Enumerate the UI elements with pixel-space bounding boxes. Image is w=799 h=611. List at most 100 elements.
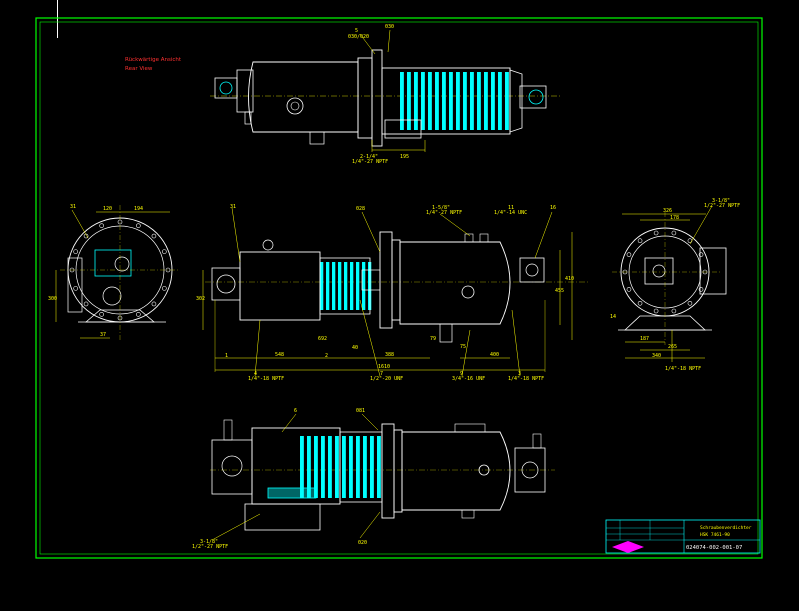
bottom-top-fitting — [454, 423, 486, 433]
front-pos7: 7 — [380, 371, 383, 377]
flange-bolt — [653, 230, 659, 236]
cooling-fin — [356, 436, 360, 498]
front-top-fitting-2 — [479, 233, 489, 243]
bottom-right-stem — [532, 433, 542, 449]
flange-bolt — [73, 286, 78, 291]
top-pos5: 5 — [355, 28, 358, 34]
cooling-fin — [320, 262, 324, 310]
flange-bolt — [671, 230, 677, 236]
front-pos028: 028 — [356, 206, 365, 212]
right-dim-265: 265 — [668, 344, 677, 350]
left-dim-300: 300 — [48, 296, 57, 302]
front-pos11-thread: 1/4"-14 UNC — [494, 210, 527, 216]
front-cooling-fins — [320, 262, 372, 310]
front-pos11: 11 — [508, 205, 514, 211]
bottom-pos020: 020 — [358, 540, 367, 546]
cooling-fin — [326, 262, 330, 310]
front-oil-separator — [399, 241, 511, 325]
cooling-fin — [328, 436, 332, 498]
cooling-fin — [428, 72, 432, 130]
bottom-flange-2 — [393, 429, 403, 513]
top-view-compressor[interactable] — [210, 29, 560, 152]
top-left-valve-port — [219, 81, 233, 95]
front-dim-692-label: 692 — [318, 336, 327, 342]
cooling-fin — [356, 262, 360, 310]
title-block[interactable] — [605, 519, 761, 554]
manufacturer-logo — [612, 541, 644, 553]
right-dim-187: 187 — [640, 336, 649, 342]
crosshair-cursor — [57, 0, 58, 38]
top-left-foot — [244, 111, 252, 125]
cooling-fin — [307, 436, 311, 498]
top-leader-030 — [387, 29, 391, 53]
front-leader-1-5 — [439, 213, 471, 237]
front-left-valve-port — [216, 274, 236, 294]
front-view-compressor[interactable] — [202, 207, 590, 377]
top-sight-glass-inner — [290, 101, 300, 111]
cooling-fin — [456, 72, 460, 130]
front-pos7-thread: 1/2"-20 UNF — [370, 376, 403, 382]
front-compressor-body — [319, 257, 371, 315]
left-pos31: 31 — [70, 204, 76, 210]
right-pos14: 14 — [610, 314, 616, 320]
front-pos4-thread: 1/4"-18 NPTF — [248, 376, 284, 382]
cooling-fin — [321, 436, 325, 498]
cooling-fin — [414, 72, 418, 130]
bottom-left-stem — [223, 419, 233, 441]
left-dim-194: 194 — [134, 206, 143, 212]
cooling-fin — [484, 72, 488, 130]
front-dim-40-label: 40 — [352, 345, 358, 351]
right-dim-178: 178 — [670, 215, 679, 221]
cooling-fin — [463, 72, 467, 130]
flange-bolt — [687, 300, 693, 306]
title-block-title2: HSK 7461-90 — [700, 532, 730, 538]
inner-frame — [39, 21, 759, 555]
flange-bolt — [637, 300, 643, 306]
front-leader-3 — [511, 309, 521, 377]
right-end-view[interactable] — [612, 205, 727, 362]
top-center-flange — [371, 49, 383, 147]
left-end-view[interactable] — [55, 205, 180, 340]
front-top-fitting-1 — [464, 233, 474, 243]
top-terminal-box — [384, 119, 422, 139]
rear-view-label-de: Rückwärtige Ansicht — [125, 57, 182, 63]
front-right-valve-port — [525, 263, 539, 277]
bottom-pos081: 081 — [356, 408, 365, 414]
title-block-drawing-number: 024074-002-001-07 — [686, 545, 742, 551]
flange-bolt — [698, 252, 704, 257]
bottom-cooling-fins — [300, 436, 381, 498]
bottom-view-compressor[interactable] — [210, 413, 555, 541]
right-end-port — [652, 264, 666, 278]
left-end-port — [114, 256, 130, 272]
left-dim-120: 120 — [103, 206, 112, 212]
front-leader-4 — [254, 319, 261, 377]
top-sight-glass — [286, 97, 304, 115]
flange-bolt — [99, 312, 104, 317]
front-dim-410: 410 — [565, 276, 574, 282]
bottom-pos-left: 3-1/8" — [200, 539, 218, 545]
front-dim-1610-label: 1610 — [378, 364, 390, 370]
bottom-terminal-box — [244, 503, 321, 531]
left-end-port-block — [94, 249, 132, 277]
front-left-valve — [211, 267, 241, 301]
front-pos4: 4 — [254, 371, 257, 377]
bottom-pos-left-thread: 1/2"-27 NPTF — [192, 544, 228, 550]
cooling-fin — [349, 436, 353, 498]
top-left-valve — [214, 77, 238, 99]
bottom-pos6: 6 — [294, 408, 297, 414]
right-end-port-block — [644, 257, 674, 285]
front-pos3: 3 — [518, 371, 521, 377]
bottom-flange-1 — [381, 423, 395, 519]
cooling-fin — [350, 262, 354, 310]
bottom-drain — [461, 509, 475, 519]
left-leader-31 — [71, 209, 89, 239]
bottom-leader-081 — [361, 413, 379, 431]
flange-bolt — [626, 252, 632, 257]
front-pos3-thread: 1/4"-18 NPTF — [508, 376, 544, 382]
flange-bolt — [151, 301, 157, 307]
right-bottom-thread: 1/4"-18 NPTF — [665, 366, 701, 372]
front-leader-028 — [361, 211, 381, 253]
cooling-fin — [470, 72, 474, 130]
bottom-left-valve-port — [221, 455, 243, 477]
